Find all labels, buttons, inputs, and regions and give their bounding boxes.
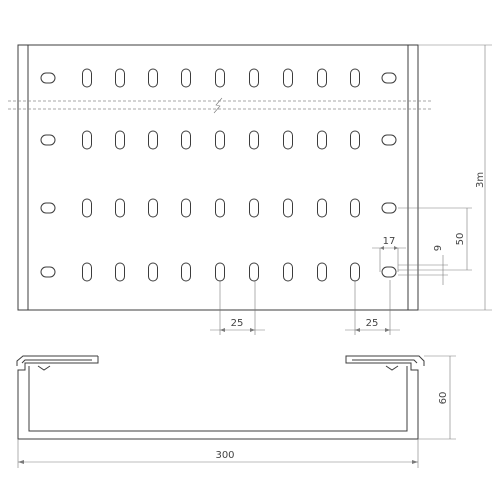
slot: [283, 262, 293, 282]
height-label: 60: [438, 392, 449, 405]
pitch-right-dimension: 25: [345, 280, 400, 335]
slot: [148, 68, 158, 88]
slot: [181, 198, 191, 218]
slot: [350, 130, 360, 150]
row-spacing-dimension: 50: [398, 207, 472, 271]
slot: [115, 262, 125, 282]
pitch-left-label: 25: [231, 318, 244, 329]
slot: [148, 198, 158, 218]
pitch-left-dimension: 25: [210, 280, 265, 335]
width-label: 300: [215, 450, 234, 461]
break-symbol: [213, 97, 223, 114]
end-slot: [381, 202, 397, 214]
slot: [283, 130, 293, 150]
slot: [283, 68, 293, 88]
slot: [283, 198, 293, 218]
slot: [181, 262, 191, 282]
tray-top-view: [8, 44, 432, 311]
profile-inner-right-lip: [352, 359, 418, 364]
end-slot: [40, 72, 56, 84]
slot-length-label: 17: [383, 236, 396, 247]
slot: [82, 198, 92, 218]
tray-plate-outline: [17, 44, 419, 311]
profile-right-hook: [385, 365, 399, 371]
pitch-right-label: 25: [366, 318, 379, 329]
slot: [82, 130, 92, 150]
slot-length-dimension: 17: [372, 236, 406, 272]
length-dimension: 3m: [418, 44, 492, 311]
slot: [350, 68, 360, 88]
slot: [317, 198, 327, 218]
slot: [215, 198, 225, 218]
slot: [148, 130, 158, 150]
slot: [317, 68, 327, 88]
slot: [82, 262, 92, 282]
profile-outer-left-lip: [16, 355, 98, 366]
slot: [249, 130, 259, 150]
profile-left-hook: [37, 365, 51, 371]
slot: [249, 198, 259, 218]
slot: [215, 68, 225, 88]
slot: [317, 262, 327, 282]
profile-outer: [17, 355, 425, 440]
length-label: 3m: [475, 172, 486, 188]
end-slot: [40, 134, 56, 146]
slot-width-dimension: 9: [398, 245, 448, 285]
slot: [350, 198, 360, 218]
row-spacing-label: 50: [455, 233, 466, 246]
slot: [148, 262, 158, 282]
slot: [181, 130, 191, 150]
end-slot: [381, 266, 397, 278]
profile-inner: [28, 366, 408, 432]
profile-inner-left-lip: [21, 359, 92, 364]
slot: [215, 262, 225, 282]
tray-cross-section: [16, 355, 425, 440]
slot: [249, 262, 259, 282]
end-slot: [381, 134, 397, 146]
slot: [249, 68, 259, 88]
slot: [115, 130, 125, 150]
slot: [82, 68, 92, 88]
slot-width-label: 9: [433, 245, 444, 251]
height-dimension: 60: [418, 355, 456, 440]
end-slot: [40, 266, 56, 278]
slot: [317, 130, 327, 150]
end-slot: [40, 202, 56, 214]
slot: [215, 130, 225, 150]
slot: [181, 68, 191, 88]
slot: [115, 68, 125, 88]
width-dimension: 300: [17, 439, 419, 468]
slot-pattern: [40, 68, 397, 282]
end-slot: [381, 72, 397, 84]
slot: [350, 262, 360, 282]
slot: [115, 198, 125, 218]
